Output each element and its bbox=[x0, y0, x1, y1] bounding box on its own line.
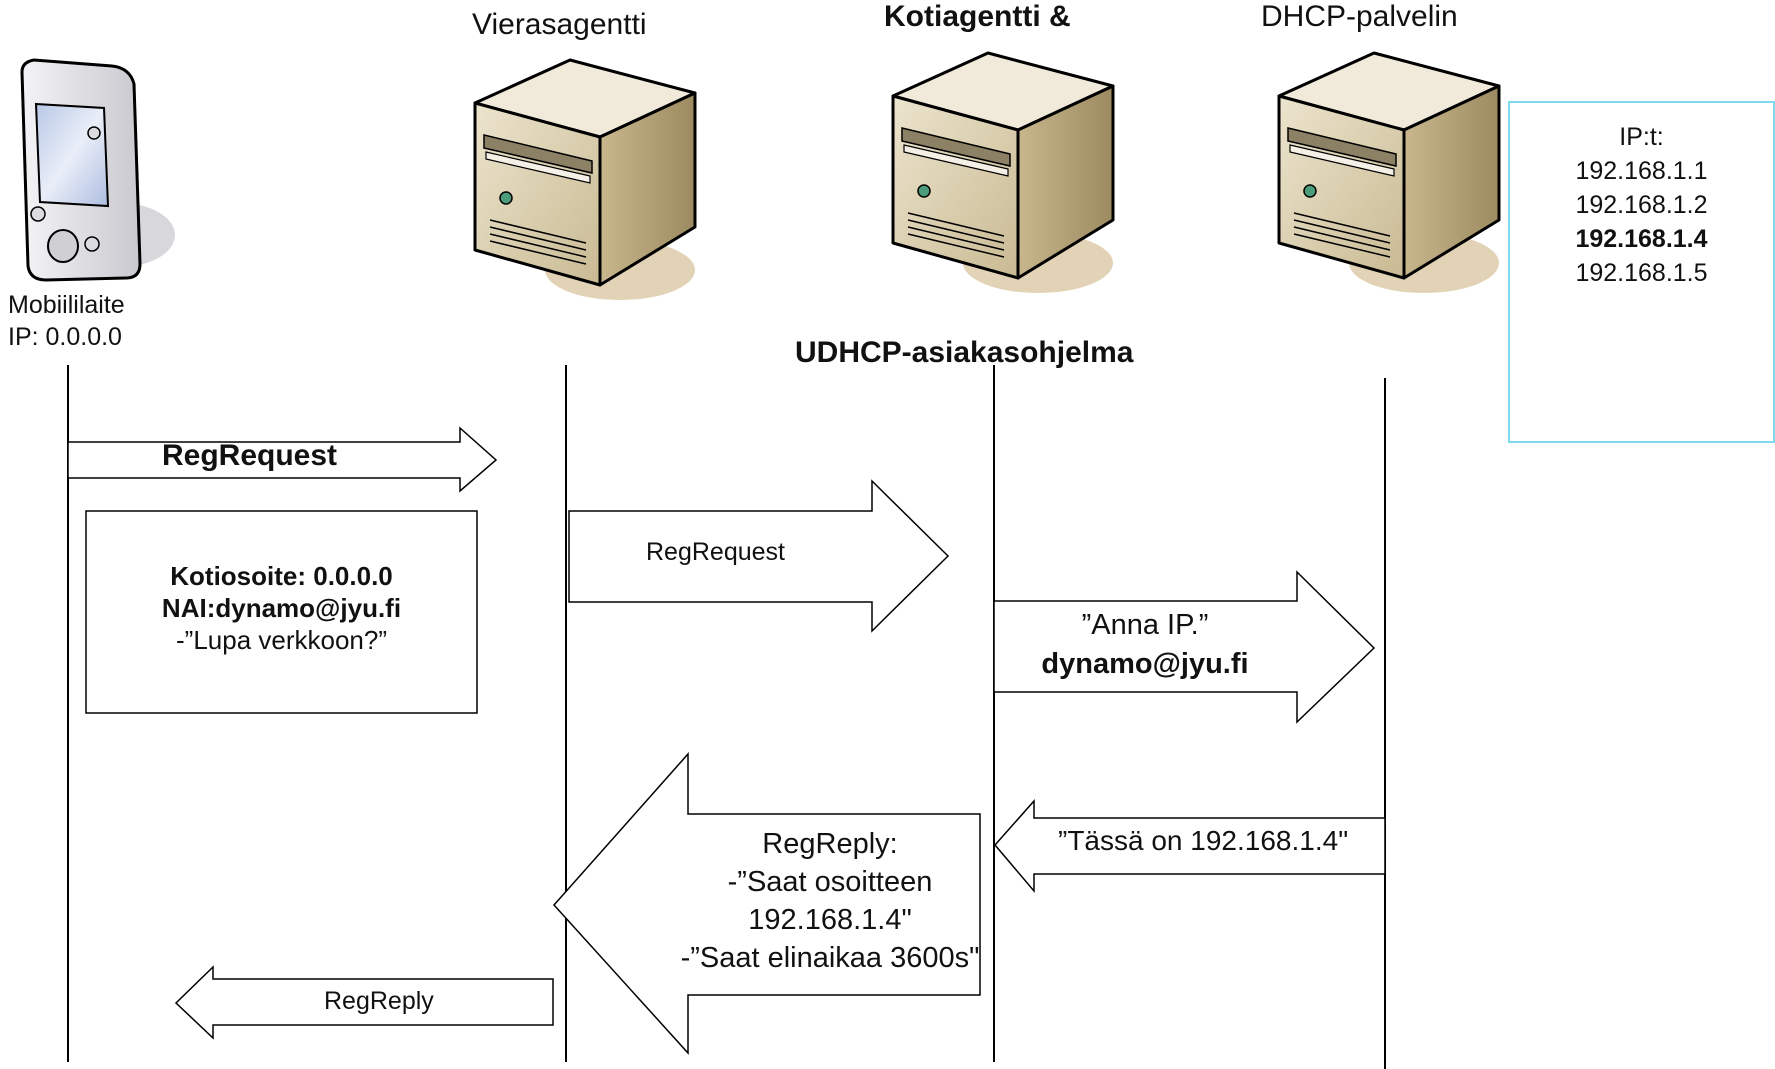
reg-reply-big-text: RegReply: -”Saat osoitteen 192.168.1.4" … bbox=[660, 825, 1000, 977]
reg-request-arrow-1 bbox=[67, 426, 498, 493]
reg-reply-small-arrow bbox=[174, 965, 554, 1040]
reg-request-label-2: RegRequest bbox=[646, 538, 785, 566]
ip-address-item-highlighted: 192.168.1.4 bbox=[1575, 225, 1708, 253]
reg-reply-address-line: -”Saat osoitteen bbox=[727, 866, 933, 898]
reg-reply-address-value: 192.168.1.4" bbox=[748, 904, 912, 936]
foreign-agent-label: Vierasagentti bbox=[472, 8, 647, 41]
ip-request-arrow bbox=[993, 570, 1376, 724]
reg-reply-title: RegReply: bbox=[762, 828, 898, 860]
home-agent-label: Kotiagentti & bbox=[884, 0, 1071, 33]
ip-address-item: 192.168.1.2 bbox=[1575, 191, 1708, 219]
ip-pool-title: IP:t: bbox=[1619, 123, 1664, 151]
ip-request-line: ”Anna IP.” bbox=[1081, 609, 1209, 641]
ip-address-item: 192.168.1.1 bbox=[1575, 157, 1708, 185]
ip-request-nai: dynamo@jyu.fi bbox=[1041, 648, 1249, 680]
registration-info-text: Kotiosoite: 0.0.0.0 NAI:dynamo@jyu.fi -”… bbox=[86, 560, 477, 656]
reg-reply-lifetime-line: -”Saat elinaikaa 3600s" bbox=[680, 942, 980, 974]
dhcp-server-icon bbox=[1277, 51, 1501, 295]
nai-line: NAI:dynamo@jyu.fi bbox=[161, 593, 402, 623]
dhcp-reply-label: ”Tässä on 192.168.1.4" bbox=[1058, 825, 1349, 856]
home-agent-server-icon bbox=[891, 51, 1115, 295]
home-address-line: Kotiosoite: 0.0.0.0 bbox=[170, 561, 393, 591]
reg-reply-small-label: RegReply bbox=[324, 987, 434, 1015]
ip-request-text: ”Anna IP.” dynamo@jyu.fi bbox=[1000, 606, 1290, 684]
ip-pool-box bbox=[1508, 101, 1775, 443]
ip-address-item: 192.168.1.5 bbox=[1575, 259, 1708, 287]
dhcp-reply-arrow bbox=[994, 799, 1386, 894]
home-agent-subtitle: UDHCP-asiakasohjelma bbox=[795, 336, 1134, 369]
reg-reply-big-arrow bbox=[552, 752, 981, 1055]
foreign-agent-server-icon bbox=[473, 58, 697, 302]
mobile-device-icon bbox=[20, 58, 175, 282]
ip-pool-list: IP:t: 192.168.1.1 192.168.1.2 192.168.1.… bbox=[1509, 120, 1774, 290]
mobile-ip-label: IP: 0.0.0.0 bbox=[8, 323, 122, 351]
reg-request-arrow-2 bbox=[568, 479, 950, 633]
registration-info-box bbox=[85, 510, 478, 714]
reg-request-label-1: RegRequest bbox=[162, 439, 338, 472]
permission-line: -”Lupa verkkoon?” bbox=[176, 625, 387, 655]
dhcp-server-label: DHCP-palvelin bbox=[1261, 0, 1458, 33]
mobile-device-label: Mobiililaite bbox=[8, 291, 125, 319]
